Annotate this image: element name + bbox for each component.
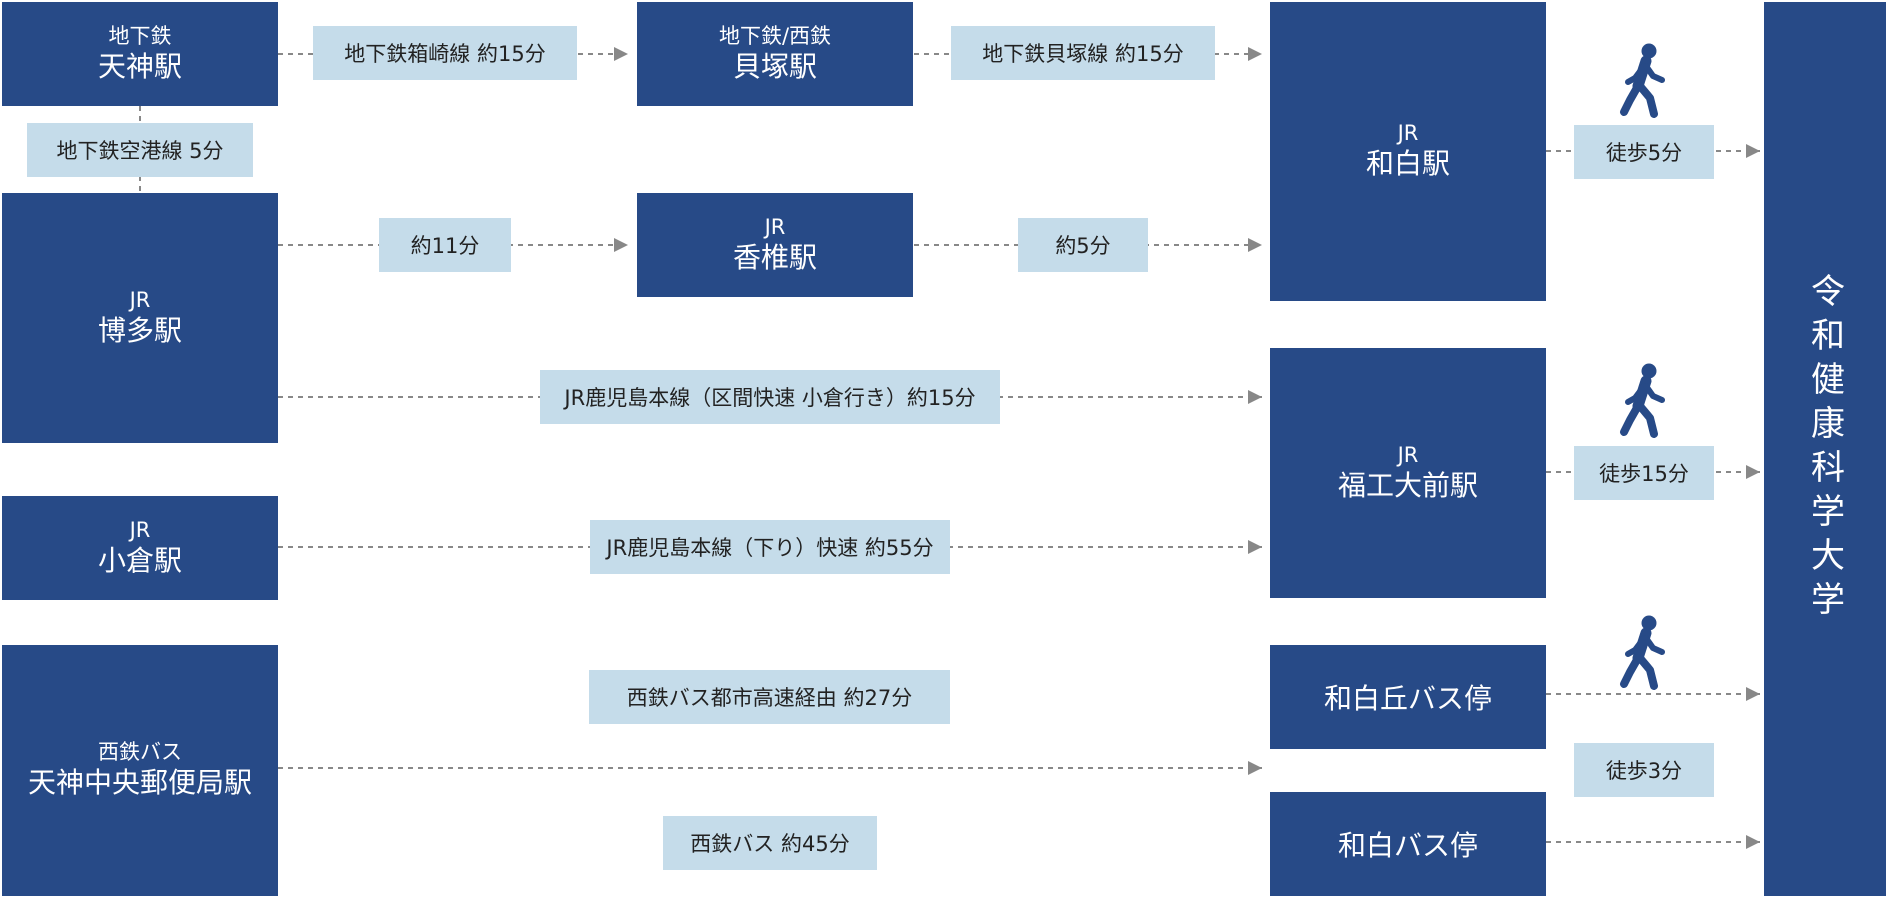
station-tenjin: 地下鉄 天神駅 bbox=[2, 2, 278, 106]
label-hakata-kashii: 約11分 bbox=[379, 218, 511, 272]
label-walk-3: 徒歩3分 bbox=[1574, 743, 1714, 797]
station-hakata-operator: JR bbox=[129, 287, 151, 312]
label-bus-highway: 西鉄バス都市高速経由 約27分 bbox=[589, 670, 950, 724]
walking-person-icon bbox=[1620, 363, 1665, 438]
station-wajiro-name: 和白駅 bbox=[1365, 147, 1450, 181]
destination-university: 令和健康科学大学 bbox=[1764, 2, 1886, 896]
station-tenjin-name: 天神駅 bbox=[97, 49, 182, 83]
station-kokura-operator: JR bbox=[129, 517, 151, 542]
label-kagoshima-down: JR鹿児島本線（下り）快速 約55分 bbox=[590, 520, 950, 574]
station-bus-tenjin: 西鉄バス 天神中央郵便局駅 bbox=[2, 645, 278, 896]
label-walk-15: 徒歩15分 bbox=[1574, 446, 1714, 500]
station-kaizuka: 地下鉄/西鉄 貝塚駅 bbox=[637, 2, 913, 106]
station-kashii: JR 香椎駅 bbox=[637, 193, 913, 297]
station-kaizuka-operator: 地下鉄/西鉄 bbox=[718, 23, 832, 48]
station-bus-tenjin-operator: 西鉄バス bbox=[98, 740, 182, 765]
station-bus-tenjin-name: 天神中央郵便局駅 bbox=[27, 766, 252, 800]
station-fukko: JR 福工大前駅 bbox=[1270, 348, 1546, 598]
station-kashii-name: 香椎駅 bbox=[732, 240, 817, 274]
station-fukko-name: 福工大前駅 bbox=[1337, 468, 1478, 502]
station-kokura: JR 小倉駅 bbox=[2, 496, 278, 600]
station-hakata: JR 博多駅 bbox=[2, 193, 278, 443]
station-kaizuka-name: 貝塚駅 bbox=[732, 49, 817, 83]
walking-person-icon bbox=[1620, 615, 1665, 690]
label-kashii-wajiro: 約5分 bbox=[1018, 218, 1148, 272]
stop-wajirogaoka-bus-name: 和白丘バス停 bbox=[1323, 682, 1492, 715]
label-walk-5: 徒歩5分 bbox=[1574, 125, 1714, 179]
stop-wajirogaoka-bus: 和白丘バス停 bbox=[1270, 645, 1546, 749]
station-kokura-name: 小倉駅 bbox=[97, 543, 182, 577]
station-wajiro: JR 和白駅 bbox=[1270, 2, 1546, 301]
station-hakata-name: 博多駅 bbox=[97, 313, 182, 347]
label-kagoshima-rapid: JR鹿児島本線（区間快速 小倉行き）約15分 bbox=[540, 370, 1000, 424]
station-wajiro-operator: JR bbox=[1397, 121, 1419, 146]
label-bus-45: 西鉄バス 約45分 bbox=[663, 816, 877, 870]
walking-person-icon bbox=[1620, 43, 1665, 118]
stop-wajiro-bus-name: 和白バス停 bbox=[1337, 829, 1478, 862]
station-kashii-operator: JR bbox=[764, 214, 786, 239]
stop-wajiro-bus: 和白バス停 bbox=[1270, 792, 1546, 896]
label-kuko-line: 地下鉄空港線 5分 bbox=[27, 123, 253, 177]
label-hakozaki-line: 地下鉄箱崎線 約15分 bbox=[313, 26, 577, 80]
label-kaizuka-line: 地下鉄貝塚線 約15分 bbox=[951, 26, 1215, 80]
destination-name: 令和健康科学大学 bbox=[1804, 273, 1845, 625]
station-fukko-operator: JR bbox=[1397, 442, 1419, 467]
station-tenjin-operator: 地下鉄 bbox=[108, 23, 172, 48]
